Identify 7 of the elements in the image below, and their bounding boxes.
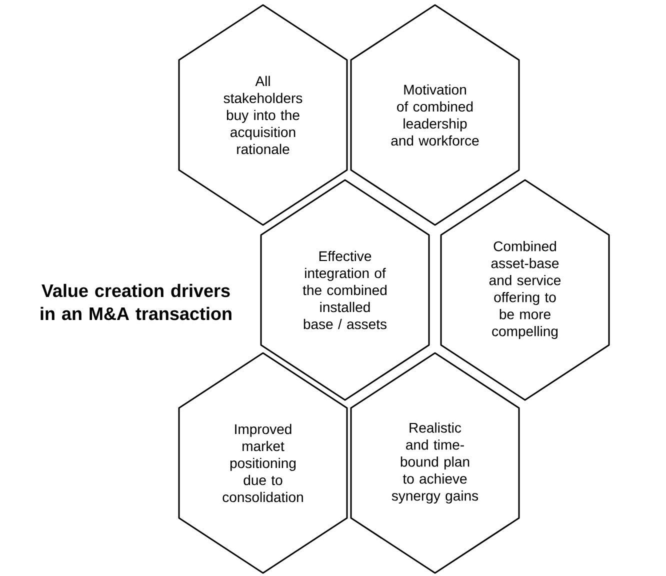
- hexagon: Effective integration of the combined installed base / assets: [260, 179, 430, 401]
- hexagon: Combined asset-base and service offering to be more compelling: [440, 179, 610, 401]
- hexagon: Realistic and time-bound plan to achieve synergy gains: [350, 352, 520, 574]
- title: Value creation drivers in an M&A transaction: [40, 284, 232, 320]
- hexagon: Motivation of combined leadership and workforce: [350, 4, 520, 226]
- hexagon: All stakeholders buy into the acquisition rationale: [178, 4, 348, 226]
- hexagon: Improved market positioning due to consolidation: [178, 352, 348, 574]
